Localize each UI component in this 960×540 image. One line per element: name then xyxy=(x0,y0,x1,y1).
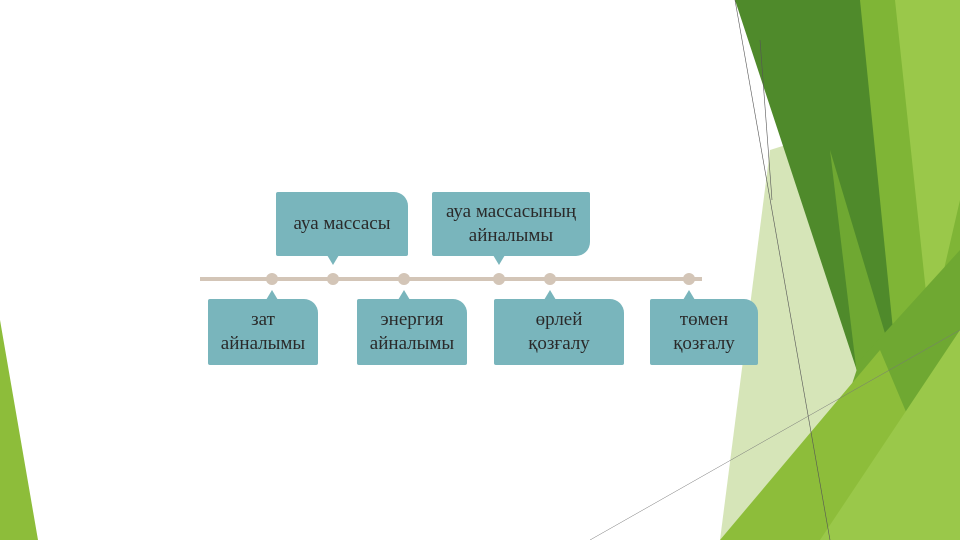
bubble-downward-motion: төмен қозғалу xyxy=(650,299,758,365)
bubble-energy-circulation-line1: энергия xyxy=(380,309,444,330)
bubble-matter-circulation: зат айналымы xyxy=(208,299,318,365)
bubble-air-mass-circulation-line2: айналымы xyxy=(468,225,554,246)
thin-line-1 xyxy=(734,0,831,540)
timeline-dot xyxy=(493,273,505,285)
thin-line-3 xyxy=(589,329,960,540)
bubble-upward-motion-line1: өрлей xyxy=(535,309,583,330)
right-light-green-shape xyxy=(895,0,960,330)
bubble-energy-circulation-line2: айналымы xyxy=(369,333,455,354)
timeline-dot xyxy=(544,273,556,285)
thin-line-2 xyxy=(759,39,773,201)
bubble-air-mass-circulation-line1: ауа массасының xyxy=(445,201,577,222)
left-green-sliver xyxy=(0,320,38,540)
bubble-downward-motion-line1: төмен xyxy=(679,309,729,330)
timeline-dot xyxy=(327,273,339,285)
timeline-dot xyxy=(266,273,278,285)
bubble-energy-circulation: энергия айналымы xyxy=(357,299,467,365)
bubble-upward-motion-line2: қозғалу xyxy=(528,333,590,354)
bottom-right-accent-shape xyxy=(820,330,960,540)
bubble-air-mass: ауа массасы xyxy=(276,192,408,256)
bubble-matter-circulation-line2: айналымы xyxy=(220,333,306,354)
timeline-dot xyxy=(398,273,410,285)
timeline-dot xyxy=(683,273,695,285)
bubble-upward-motion: өрлей қозғалу xyxy=(494,299,624,365)
bubble-matter-circulation-line1: зат xyxy=(251,309,275,330)
bubble-air-mass-text: ауа массасы xyxy=(293,213,391,234)
bubble-downward-motion-line2: қозғалу xyxy=(673,333,735,354)
bubble-air-mass-circulation: ауа массасының айналымы xyxy=(432,192,590,256)
